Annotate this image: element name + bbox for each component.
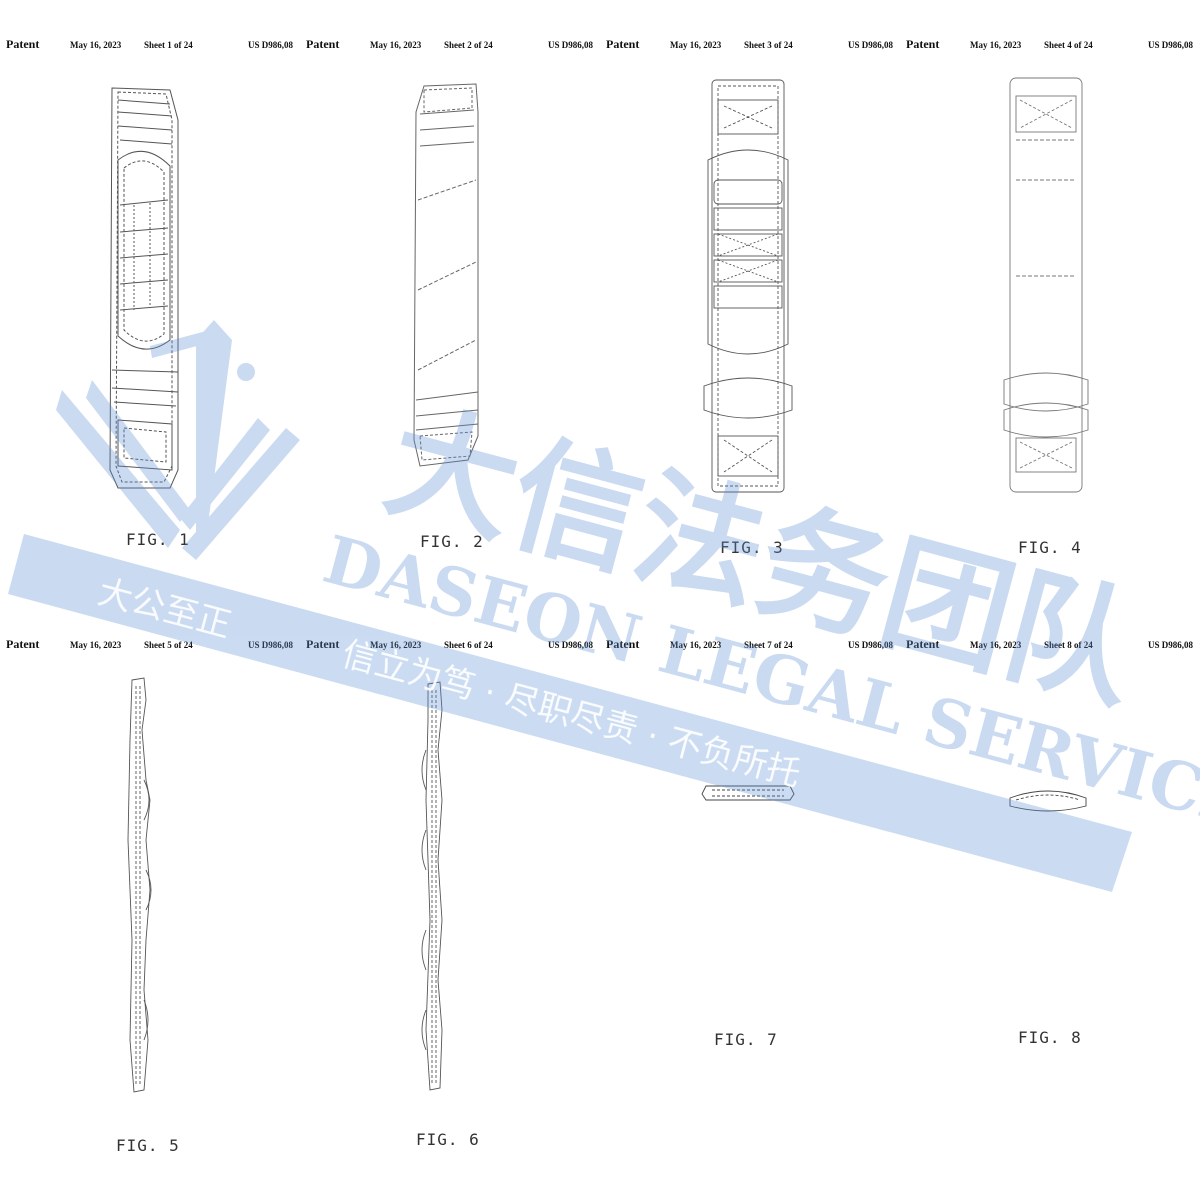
patent-number: US D986,08 <box>248 640 294 650</box>
patent-label: Patent <box>606 637 640 651</box>
patent-number: US D986,08 <box>848 640 894 650</box>
figure-2-drawing <box>413 83 479 467</box>
sheet-2: Patent May 16, 2023 Sheet 2 of 24 US D98… <box>300 0 600 600</box>
patent-number: US D986,08 <box>548 640 594 650</box>
figure-3-drawing <box>703 79 793 493</box>
patent-date: May 16, 2023 <box>70 40 122 50</box>
patent-label: Patent <box>906 637 940 651</box>
sheet-header: Patent May 16, 2023 Sheet 5 of 24 US D98… <box>0 637 300 654</box>
patent-date: May 16, 2023 <box>70 640 122 650</box>
sheet-header: Patent May 16, 2023 Sheet 6 of 24 US D98… <box>300 637 600 654</box>
sheet-5: Patent May 16, 2023 Sheet 5 of 24 US D98… <box>0 600 300 1200</box>
patent-number: US D986,08 <box>1148 40 1194 50</box>
figure-label: FIG. 8 <box>1018 1028 1082 1047</box>
sheet-header: Patent May 16, 2023 Sheet 4 of 24 US D98… <box>900 37 1200 54</box>
figure-8-drawing <box>1009 790 1087 812</box>
patent-date: May 16, 2023 <box>670 640 722 650</box>
patent-date: May 16, 2023 <box>670 40 722 50</box>
figure-5-drawing <box>127 677 152 1093</box>
figure-7-drawing <box>701 785 795 801</box>
patent-label: Patent <box>606 37 640 51</box>
patent-label: Patent <box>306 37 340 51</box>
figure-label: FIG. 5 <box>116 1136 180 1155</box>
sheet-6: Patent May 16, 2023 Sheet 6 of 24 US D98… <box>300 600 600 1200</box>
figure-6-drawing <box>421 681 443 1091</box>
patent-label: Patent <box>6 637 40 651</box>
patent-date: May 16, 2023 <box>370 40 422 50</box>
figure-1-drawing <box>109 87 179 489</box>
sheet-4: Patent May 16, 2023 Sheet 4 of 24 US D98… <box>900 0 1200 600</box>
sheet-number: Sheet 8 of 24 <box>1044 640 1093 650</box>
patent-number: US D986,08 <box>1148 640 1194 650</box>
figure-label: FIG. 1 <box>126 530 190 549</box>
patent-label: Patent <box>906 37 940 51</box>
patent-date: May 16, 2023 <box>970 640 1022 650</box>
sheet-number: Sheet 7 of 24 <box>744 640 793 650</box>
sheet-number: Sheet 5 of 24 <box>144 640 193 650</box>
sheet-8: Patent May 16, 2023 Sheet 8 of 24 US D98… <box>900 600 1200 1200</box>
patent-date: May 16, 2023 <box>970 40 1022 50</box>
sheet-header: Patent May 16, 2023 Sheet 7 of 24 US D98… <box>600 637 900 654</box>
sheet-number: Sheet 6 of 24 <box>444 640 493 650</box>
figure-label: FIG. 6 <box>416 1130 480 1149</box>
figure-label: FIG. 2 <box>420 532 484 551</box>
sheet-3: Patent May 16, 2023 Sheet 3 of 24 US D98… <box>600 0 900 600</box>
sheet-number: Sheet 4 of 24 <box>1044 40 1093 50</box>
patent-number: US D986,08 <box>848 40 894 50</box>
sheet-7: Patent May 16, 2023 Sheet 7 of 24 US D98… <box>600 600 900 1200</box>
sheet-header: Patent May 16, 2023 Sheet 8 of 24 US D98… <box>900 637 1200 654</box>
sheet-number: Sheet 3 of 24 <box>744 40 793 50</box>
sheet-number: Sheet 2 of 24 <box>444 40 493 50</box>
patent-label: Patent <box>6 37 40 51</box>
figure-label: FIG. 4 <box>1018 538 1082 557</box>
patent-label: Patent <box>306 637 340 651</box>
sheet-header: Patent May 16, 2023 Sheet 3 of 24 US D98… <box>600 37 900 54</box>
sheet-header: Patent May 16, 2023 Sheet 2 of 24 US D98… <box>300 37 600 54</box>
figure-4-drawing <box>1003 77 1089 493</box>
patent-number: US D986,08 <box>248 40 294 50</box>
patent-date: May 16, 2023 <box>370 640 422 650</box>
sheet-1: Patent May 16, 2023 Sheet 1 of 24 US D98… <box>0 0 300 600</box>
sheet-header: Patent May 16, 2023 Sheet 1 of 24 US D98… <box>0 37 300 54</box>
patent-number: US D986,08 <box>548 40 594 50</box>
sheet-number: Sheet 1 of 24 <box>144 40 193 50</box>
figure-label: FIG. 3 <box>720 538 784 557</box>
figure-label: FIG. 7 <box>714 1030 778 1049</box>
